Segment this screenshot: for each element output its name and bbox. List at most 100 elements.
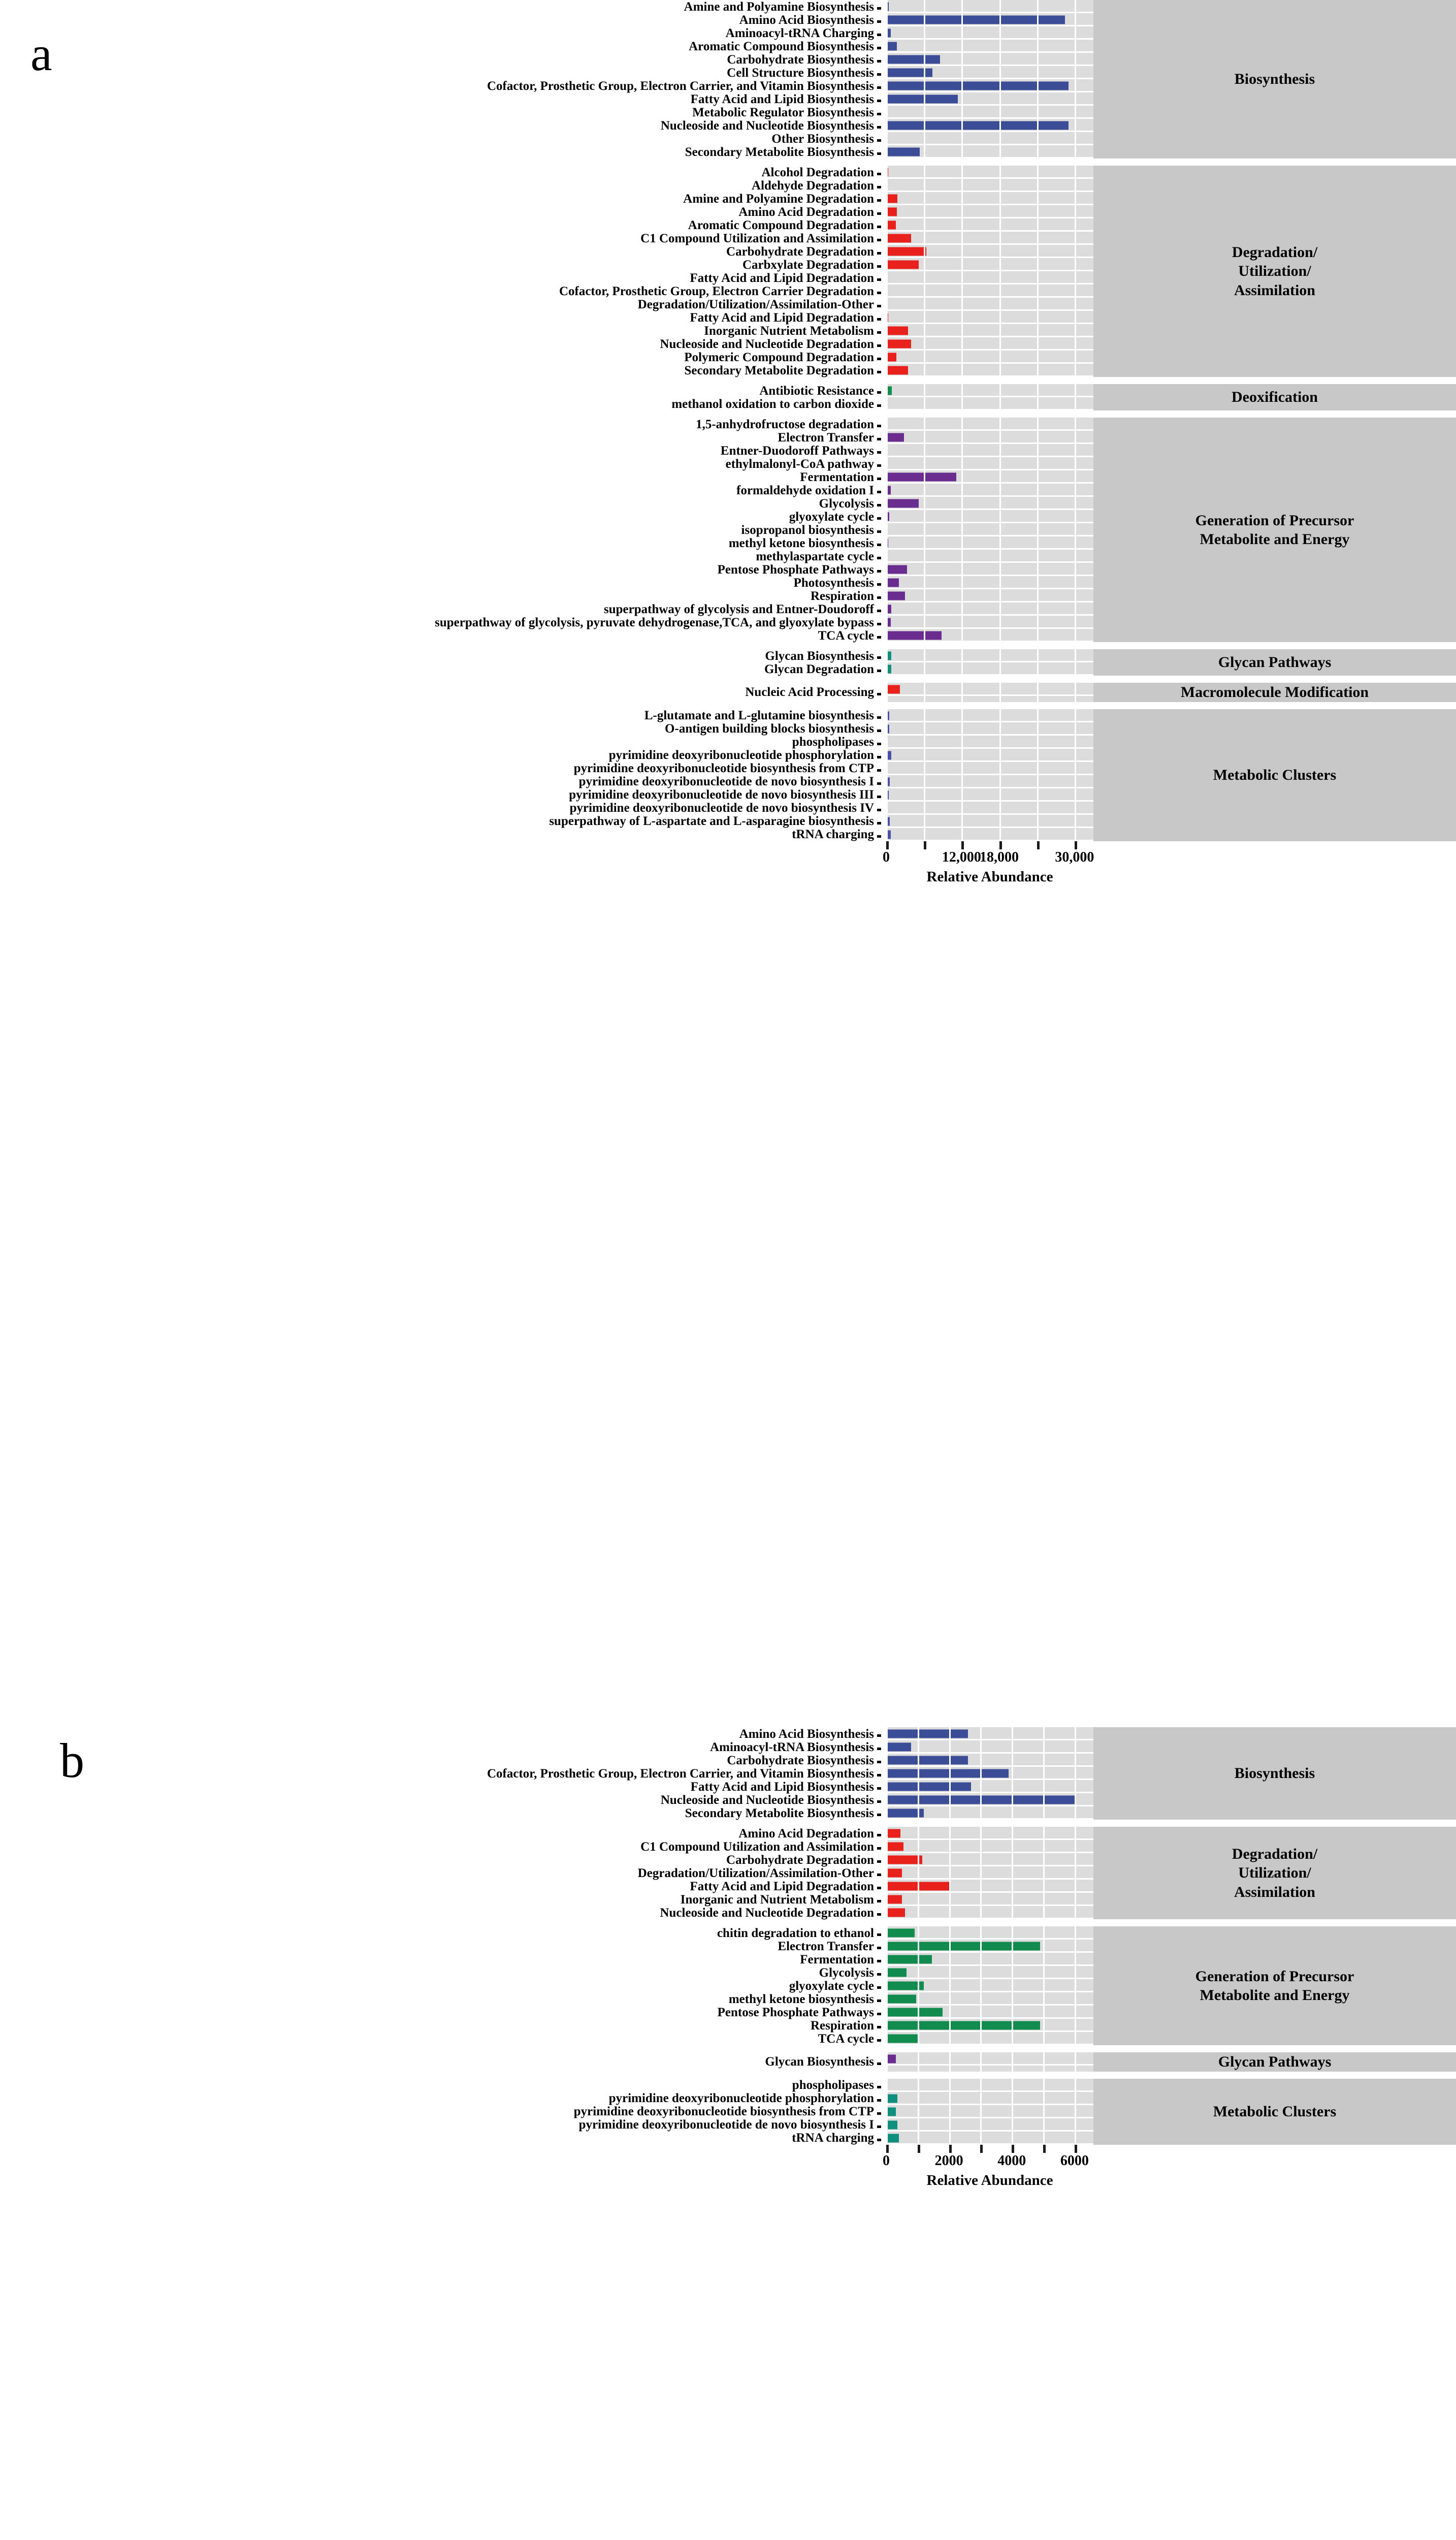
bar — [886, 1895, 902, 1904]
bar-row — [886, 802, 1093, 815]
bar-row — [886, 1940, 1093, 1953]
category-label-row: Cofactor, Prosthetic Group, Electron Car… — [0, 79, 881, 92]
category-label-row: Fatty Acid and Lipid Biosynthesis — [0, 92, 881, 106]
bar — [886, 664, 891, 674]
gridline-vertical — [999, 649, 1001, 676]
axis-tick-dot-icon — [877, 1834, 881, 1837]
bar-row — [886, 457, 1093, 470]
bar-row — [886, 40, 1093, 53]
axis-tick-dot-icon — [877, 451, 881, 454]
gridline-horizontal — [886, 12, 1093, 13]
gridline-horizontal — [886, 2044, 1093, 2045]
axis-tick-dot-icon — [877, 226, 881, 229]
bar — [886, 1756, 968, 1765]
axis-tick-dot-icon — [877, 1973, 881, 1976]
gridline-horizontal — [886, 1891, 1093, 1893]
facet-strip-label: Biosynthesis — [1093, 1727, 1456, 1820]
bar — [886, 339, 912, 348]
axis-tick-dot-icon — [877, 20, 881, 23]
axis-tick-dot-icon — [877, 344, 881, 347]
axis-tick-dot-icon — [877, 1860, 881, 1863]
gridline-vertical — [949, 1926, 951, 2045]
category-label-row: pyrimidine deoxyribonucleotide de novo b… — [0, 2118, 881, 2132]
gridline-vertical — [924, 683, 926, 702]
category-label: Fatty Acid and Lipid Biosynthesis — [690, 1780, 874, 1794]
category-label: O-antigen building blocks biosynthesis — [665, 722, 874, 736]
bar-row — [886, 1953, 1093, 1966]
bar-row — [886, 119, 1093, 132]
category-label: Amino Acid Degradation — [738, 1826, 874, 1840]
axis-tick-label: 2000 — [934, 2152, 963, 2169]
gridline-horizontal — [886, 760, 1093, 762]
category-label-row: Nucleoside and Nucleotide Degradation — [0, 1906, 881, 1919]
bar — [886, 366, 909, 375]
gridline-horizontal — [886, 1964, 1093, 1966]
axis-tick-dot-icon — [877, 60, 881, 63]
gridline-vertical — [980, 2052, 982, 2072]
gridline-horizontal — [886, 1918, 1093, 1919]
category-label: Fatty Acid and Lipid Degradation — [690, 271, 874, 285]
gridline-vertical — [886, 0, 888, 158]
facet-strip-label: Deoxification — [1093, 384, 1456, 410]
gridline-horizontal — [886, 2030, 1093, 2032]
category-label-row: superpathway of glycolysis and Entner-Do… — [0, 602, 881, 616]
bar-row — [886, 351, 1093, 364]
gridline-horizontal — [886, 1951, 1093, 1953]
gridline-vertical — [886, 2052, 888, 2072]
category-label: methylaspartate cycle — [756, 549, 874, 563]
gridline-horizontal — [886, 773, 1093, 775]
axis-tick-dot-icon — [877, 2099, 881, 2102]
category-label-row: C1 Compound Utilization and Assimilation — [0, 232, 881, 245]
axis-tick-dot-icon — [877, 464, 881, 467]
axis-tick — [980, 2144, 983, 2153]
facet-strip-label: Biosynthesis — [1093, 0, 1456, 158]
category-label: pyrimidine deoxyribonucleotide biosynthe… — [573, 761, 874, 775]
x-axis-title: Relative Abundance — [926, 2172, 1053, 2188]
bar — [886, 499, 919, 508]
gridline-vertical — [924, 384, 926, 410]
category-label: 1,5-anhydrofructose degradation — [696, 417, 874, 431]
axis-tick-dot-icon — [877, 1960, 881, 1963]
category-label: Antibiotic Resistance — [759, 384, 874, 398]
category-label-row: Carbohydrate Biosynthesis — [0, 1754, 881, 1767]
axis-tick-dot-icon — [877, 438, 881, 441]
category-label: Nucleoside and Nucleotide Biosynthesis — [660, 118, 874, 133]
axis-tick-dot-icon — [877, 1999, 881, 2003]
axis-tick-dot-icon — [877, 2085, 881, 2088]
bar-row — [886, 602, 1093, 616]
axis-tick-dot-icon — [877, 173, 881, 176]
bar — [886, 751, 891, 759]
category-label: Amino Acid Biosynthesis — [739, 1727, 874, 1741]
gridline-horizontal — [886, 1852, 1093, 1853]
gridline-horizontal — [886, 38, 1093, 40]
category-label: Electron Transfer — [778, 1939, 874, 1953]
axis-tick-dot-icon — [877, 47, 881, 50]
category-label-row: Polymeric Compound Degradation — [0, 351, 881, 364]
gridline-vertical — [999, 0, 1001, 158]
category-label: Polymeric Compound Degradation — [684, 350, 874, 364]
gridline-horizontal — [886, 2064, 1093, 2066]
gridline-vertical — [924, 0, 926, 158]
gridline-vertical — [999, 683, 1001, 702]
bar — [886, 2054, 896, 2063]
bar — [886, 326, 909, 335]
gridline-horizontal — [886, 509, 1093, 510]
category-label: Aminoacyl-tRNA Charging — [725, 26, 874, 40]
bar — [886, 1729, 968, 1738]
gridline-horizontal — [886, 257, 1093, 258]
category-label: C1 Compound Utilization and Assimilation — [640, 231, 874, 245]
category-label: pyrimidine deoxyribonucleotide phosphory… — [608, 2091, 874, 2105]
category-label: Cofactor, Prosthetic Group, Electron Car… — [559, 284, 874, 298]
axis-tick — [917, 2144, 920, 2153]
bar — [886, 1994, 916, 2004]
category-label: isopropanol biosynthesis — [741, 523, 874, 537]
category-label: Carbohydrate Degradation — [726, 244, 874, 259]
gridline-vertical — [1012, 1727, 1014, 1820]
category-label-row: Carbohydrate Degradation — [0, 245, 881, 258]
category-label: Inorganic Nutrient Metabolism — [704, 324, 874, 338]
facet-plot-area — [886, 2078, 1093, 2145]
gridline-horizontal — [886, 1752, 1093, 1754]
category-label-row: Electron Transfer — [0, 431, 881, 444]
